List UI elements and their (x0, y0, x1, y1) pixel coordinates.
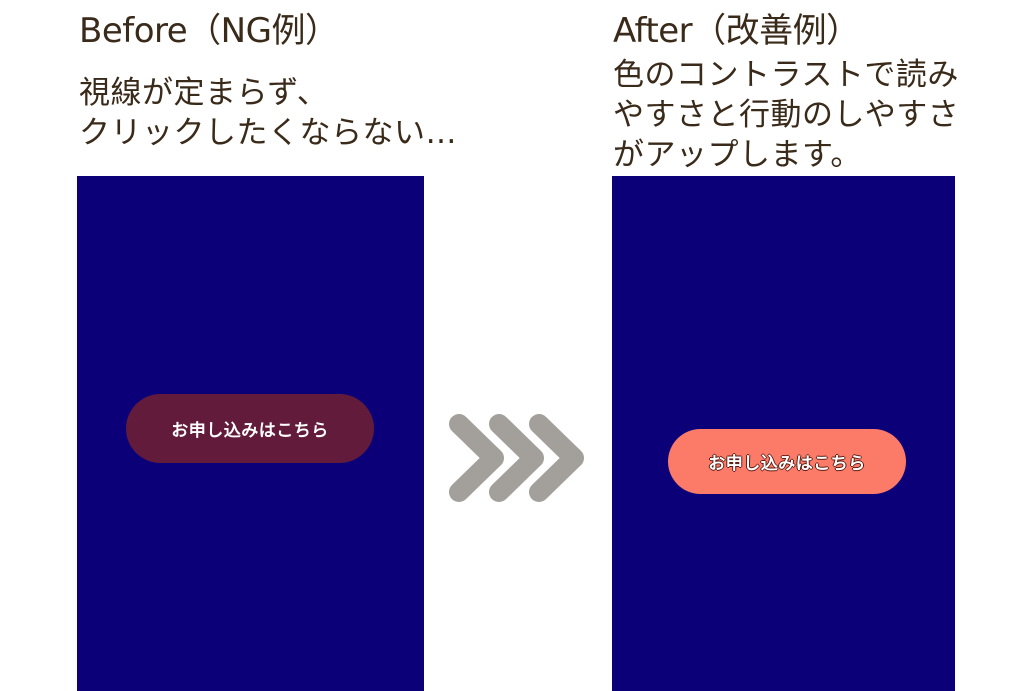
after-description-line-1: 色のコントラストで読み (613, 57, 959, 93)
before-description-line-2: クリックしたくならない… (79, 115, 457, 151)
before-heading: Before（NG例） (79, 11, 339, 51)
after-description-line-2: やすさと行動のしやすさ (613, 97, 960, 133)
after-heading: After（改善例） (613, 11, 860, 51)
chevron-2 (489, 414, 544, 502)
after-apply-button[interactable]: お申し込みはこちら (668, 429, 906, 494)
before-apply-button[interactable]: お申し込みはこちら (126, 394, 374, 463)
before-description: 視線が定まらず、 クリックしたくならない… (79, 73, 457, 153)
after-description: 色のコントラストで読み やすさと行動のしやすさ がアップします。 (613, 55, 959, 175)
after-mockup-panel: お申し込みはこちら (612, 176, 955, 691)
before-mockup-panel: お申し込みはこちら (77, 176, 424, 691)
chevron-3 (529, 414, 584, 502)
chevron-1 (449, 414, 504, 502)
before-description-line-1: 視線が定まらず、 (79, 75, 329, 111)
triple-chevron-right-icon (449, 414, 584, 502)
after-description-line-3: がアップします。 (613, 137, 862, 173)
